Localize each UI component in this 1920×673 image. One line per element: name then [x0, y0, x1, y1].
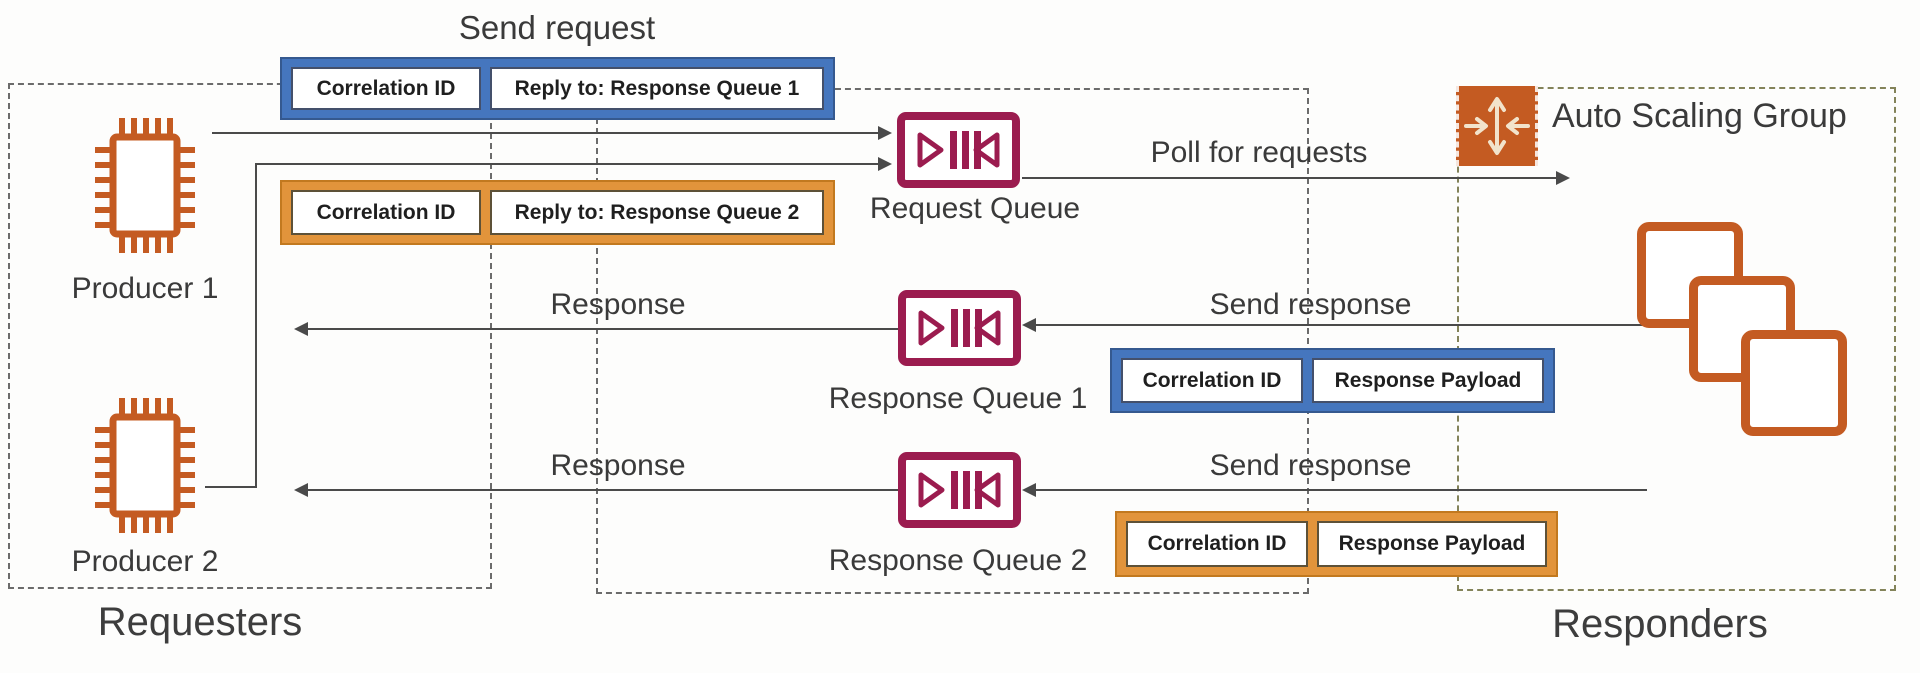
- send-request-title: Send request: [458, 9, 656, 46]
- correlation-id-label: Correlation ID: [1147, 532, 1287, 555]
- poll-line: [1022, 177, 1556, 179]
- requesters-group-label: Requesters: [97, 600, 303, 644]
- reply-to-field: Reply to: Response Queue 2: [490, 190, 824, 235]
- correlation-id-field: Correlation ID: [1126, 521, 1308, 567]
- instance-icon-front: [1741, 330, 1847, 436]
- correlation-id-field: Correlation ID: [291, 190, 481, 235]
- response-payload-label: Response Payload: [1338, 532, 1526, 555]
- request-message-queue1: Correlation ID Reply to: Response Queue …: [280, 57, 835, 120]
- response-queue2-label: Response Queue 2: [828, 544, 1088, 577]
- response-queue1-label: Response Queue 1: [828, 382, 1088, 415]
- correlation-id-label: Correlation ID: [316, 76, 456, 100]
- response1-label: Response: [550, 288, 686, 321]
- response-queue1-icon: [898, 290, 1021, 366]
- producer1-chip-icon: [85, 108, 205, 263]
- send-response1-line: [1036, 324, 1643, 326]
- auto-scaling-group-label: Auto Scaling Group: [1552, 97, 1847, 135]
- request-message-queue2: Correlation ID Reply to: Response Queue …: [280, 180, 835, 245]
- response1-arrowhead: [294, 322, 308, 336]
- producer1-to-request-queue-line: [212, 132, 878, 134]
- correlation-id-field: Correlation ID: [1121, 358, 1303, 403]
- producer2-elbow-bottom-line: [205, 486, 257, 488]
- responders-group-label: Responders: [1552, 602, 1768, 646]
- response-message-queue1: Correlation ID Response Payload: [1110, 348, 1555, 413]
- producer1-arrowhead: [878, 126, 892, 140]
- producer2-label: Producer 2: [71, 545, 219, 578]
- send-response2-line: [1036, 489, 1647, 491]
- response2-line: [308, 489, 898, 491]
- send-response2-arrowhead: [1022, 483, 1036, 497]
- correlation-id-field: Correlation ID: [291, 67, 481, 110]
- response-payload-field: Response Payload: [1317, 521, 1547, 567]
- producer2-chip-icon: [85, 388, 205, 543]
- send-response2-label: Send response: [1209, 449, 1412, 482]
- auto-scaling-group-icon: [1456, 86, 1538, 166]
- requesters-group-box: [8, 83, 492, 589]
- send-response1-label: Send response: [1209, 288, 1412, 321]
- responders-group-box: [1457, 87, 1896, 591]
- response-payload-label: Response Payload: [1334, 368, 1522, 392]
- producer2-arrowhead: [878, 157, 892, 171]
- response2-arrowhead: [294, 483, 308, 497]
- producer2-elbow-vertical-line: [255, 164, 257, 488]
- correlation-id-label: Correlation ID: [1142, 368, 1282, 392]
- producer2-to-request-queue-line: [255, 163, 878, 165]
- response-queue2-icon: [898, 452, 1021, 528]
- producer1-label: Producer 1: [71, 272, 219, 305]
- reply-to-label: Reply to: Response Queue 2: [514, 200, 800, 224]
- reply-to-label: Reply to: Response Queue 1: [514, 76, 800, 100]
- poll-for-requests-label: Poll for requests: [1150, 136, 1368, 169]
- queues-group-box: [596, 88, 1309, 594]
- correlation-id-label: Correlation ID: [316, 200, 456, 224]
- response-message-queue2: Correlation ID Response Payload: [1115, 511, 1558, 577]
- send-response1-arrowhead: [1022, 318, 1036, 332]
- request-queue-label: Request Queue: [869, 192, 1081, 225]
- poll-arrowhead: [1556, 171, 1570, 185]
- response1-line: [308, 328, 898, 330]
- request-queue-icon: [897, 112, 1020, 188]
- response-payload-field: Response Payload: [1312, 358, 1544, 403]
- response2-label: Response: [550, 449, 686, 482]
- reply-to-field: Reply to: Response Queue 1: [490, 67, 824, 110]
